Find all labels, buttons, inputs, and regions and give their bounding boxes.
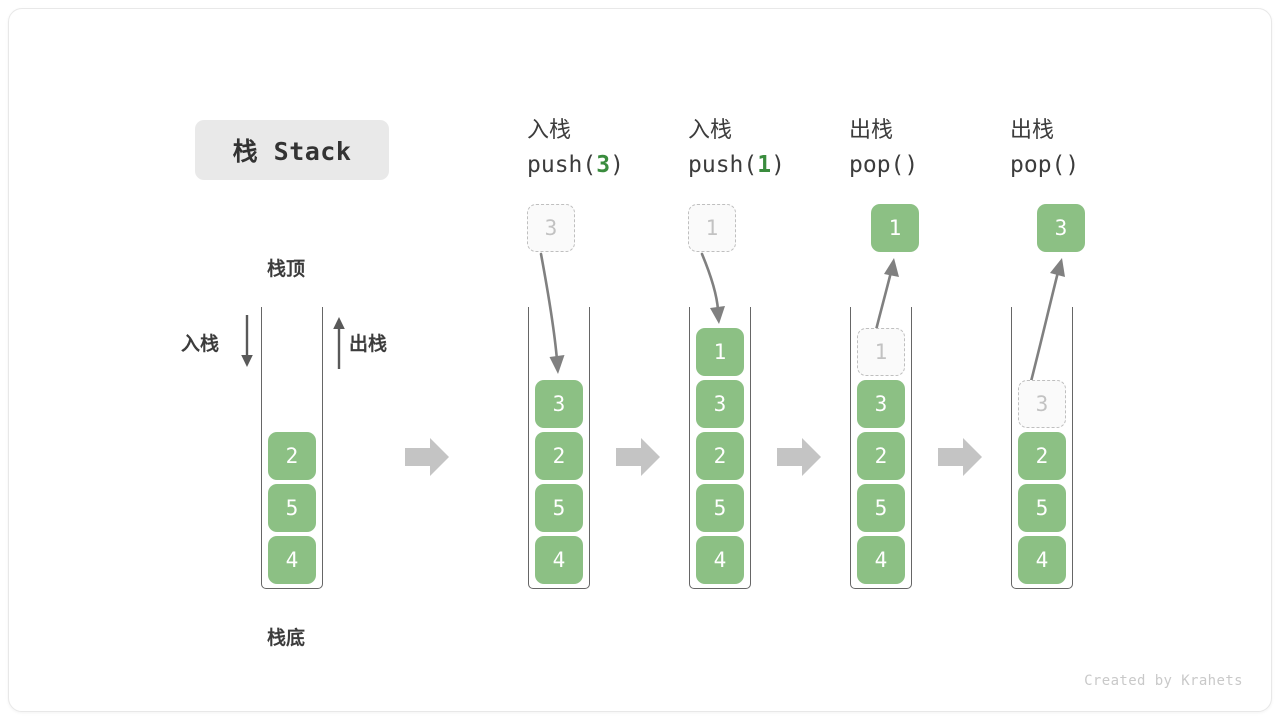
flow-arrow-icon <box>938 437 982 477</box>
outgoing-element: 1 <box>871 204 919 252</box>
diagram-card: 栈 Stack 栈顶 入栈 出栈 2 5 4 栈底 <box>8 8 1272 712</box>
stack-cell: 2 <box>268 432 316 480</box>
stack-cell: 4 <box>857 536 905 584</box>
stack-cell: 5 <box>1018 484 1066 532</box>
stack-cell: 4 <box>696 536 744 584</box>
stack-cell: 5 <box>857 484 905 532</box>
flow-arrow-icon <box>777 437 821 477</box>
stack-cell: 3 <box>535 380 583 428</box>
stack-column-initial <box>261 307 323 589</box>
stage-header-push-3: 入栈 push(3) <box>527 114 624 182</box>
stack-column-pop-1 <box>850 307 912 589</box>
pop-arrow-up-icon <box>329 315 349 369</box>
stack-cell: 4 <box>535 536 583 584</box>
stack-cell: 5 <box>696 484 744 532</box>
stack-cell: 4 <box>1018 536 1066 584</box>
diagram-title: 栈 Stack <box>232 137 352 166</box>
credit-footer: Created by Krahets <box>1084 673 1243 689</box>
push-arrow-down-icon <box>237 315 257 369</box>
stack-cell: 2 <box>1018 432 1066 480</box>
stage-title: 入栈 <box>688 118 733 143</box>
stack-cells-initial: 2 5 4 <box>268 432 316 584</box>
push-motion-arrow-icon <box>700 252 740 332</box>
stack-cell: 2 <box>535 432 583 480</box>
stage-title: 出栈 <box>1010 118 1055 143</box>
stack-cells-pop-3: 3 2 5 4 <box>1018 380 1066 584</box>
stack-bottom-label: 栈底 <box>267 627 306 649</box>
stack-column-push-3 <box>528 307 590 589</box>
removed-element-ghost: 1 <box>857 328 905 376</box>
outgoing-element: 3 <box>1037 204 1085 252</box>
stack-cell: 3 <box>857 380 905 428</box>
stack-cell: 3 <box>696 380 744 428</box>
push-motion-arrow-icon <box>539 252 579 382</box>
stage-header-pop-3: 出栈 pop() <box>1010 114 1079 182</box>
pop-direction-label: 出栈 <box>349 333 388 355</box>
stack-cell: 4 <box>268 536 316 584</box>
flow-arrow-icon <box>405 437 449 477</box>
stack-cell: 5 <box>268 484 316 532</box>
stage-title: 出栈 <box>849 118 894 143</box>
stack-cells-push-1: 1 3 2 5 4 <box>696 328 744 584</box>
incoming-element-ghost: 3 <box>527 204 575 252</box>
stage-operation: pop() <box>1010 152 1080 178</box>
incoming-element-ghost: 1 <box>688 204 736 252</box>
stage-operation: push(1) <box>688 152 785 178</box>
stage-header-push-1: 入栈 push(1) <box>688 114 785 182</box>
stack-top-label: 栈顶 <box>267 258 306 280</box>
push-direction-label: 入栈 <box>181 333 220 355</box>
stack-cell: 2 <box>857 432 905 480</box>
stack-column-push-1 <box>689 307 751 589</box>
removed-element-ghost: 3 <box>1018 380 1066 428</box>
flow-arrow-icon <box>616 437 660 477</box>
diagram-title-chip: 栈 Stack <box>195 120 389 180</box>
stage-operation: pop() <box>849 152 919 178</box>
stack-cells-push-3: 3 2 5 4 <box>535 380 583 584</box>
stage-title: 入栈 <box>527 118 572 143</box>
stack-cells-pop-1: 1 3 2 5 4 <box>857 328 905 584</box>
stage-operation: push(3) <box>527 152 624 178</box>
stack-column-pop-3 <box>1011 307 1073 589</box>
stack-cell: 1 <box>696 328 744 376</box>
stack-cell: 2 <box>696 432 744 480</box>
stage-header-pop-1: 出栈 pop() <box>849 114 918 182</box>
stack-cell: 5 <box>535 484 583 532</box>
